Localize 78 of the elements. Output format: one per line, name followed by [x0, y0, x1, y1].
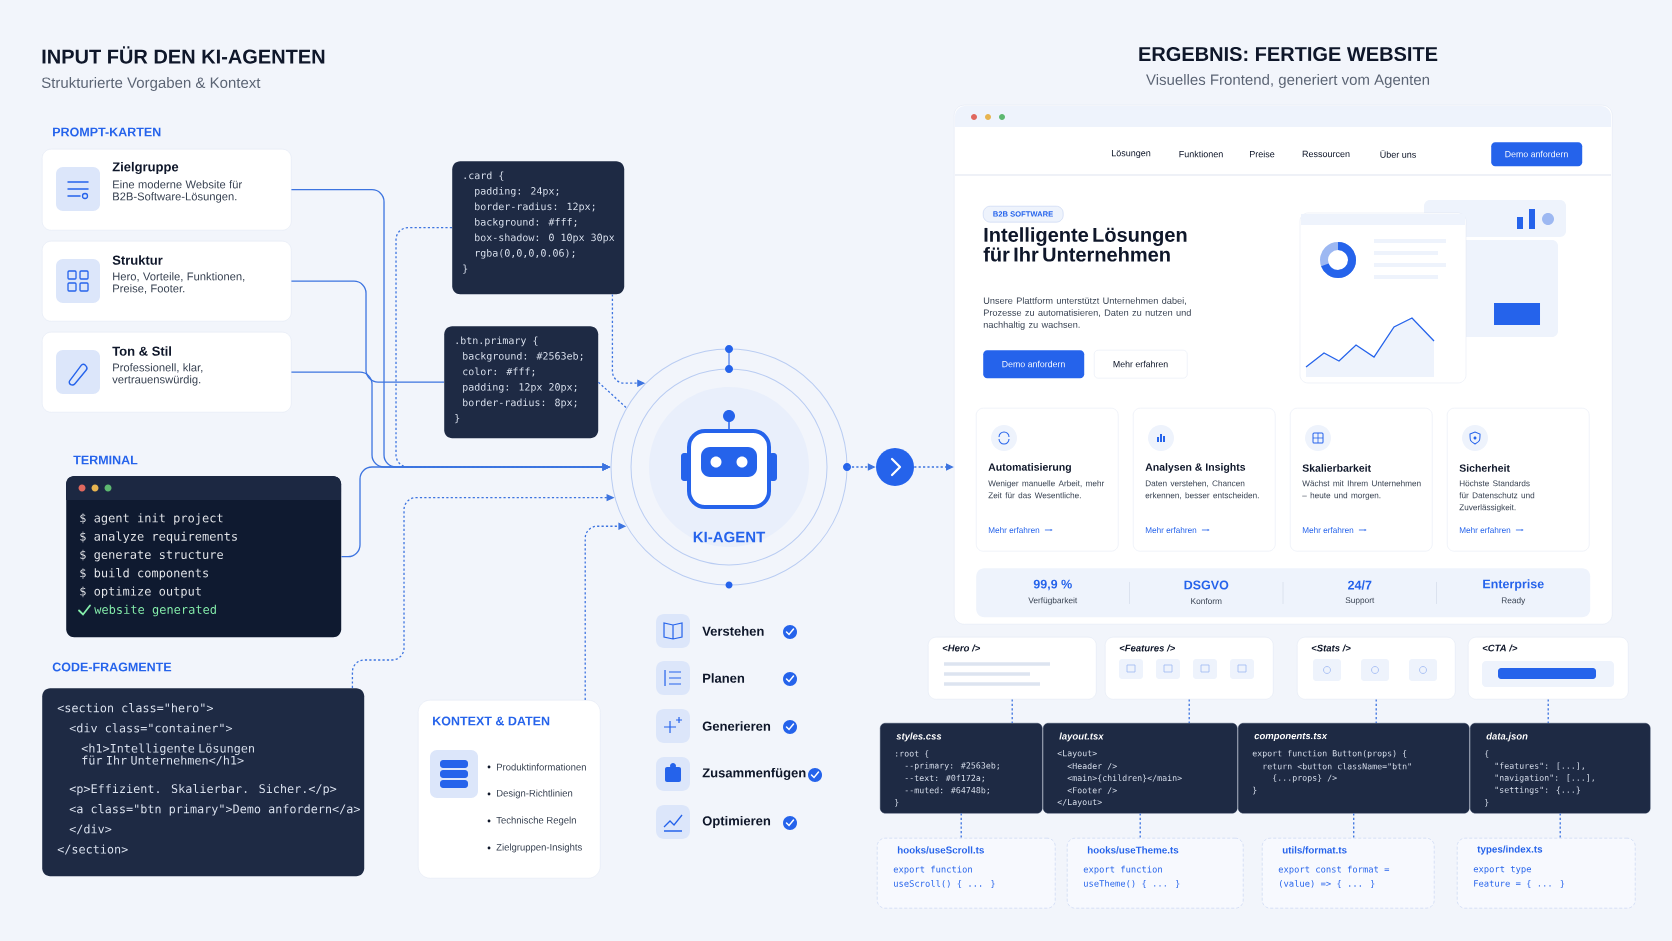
stat-caption: Ready: [1501, 597, 1526, 605]
node-label: <a class="btn primary">Demo anfordern</a>: [69, 804, 360, 816]
file-card: utils/format.ts export const format = (value) => { ... }: [1262, 838, 1435, 909]
arrow: [913, 463, 954, 471]
hero-paragraph: Unsere Plattform unterstützt Unternehmen dabei, Prozesse zu automatisieren, Daten zu nutzen und nachhaltig zu wachsen.: [983, 297, 1191, 330]
stat-caption: Verfügbarkeit: [1028, 597, 1078, 605]
step-label: Verstehen: [702, 626, 764, 636]
stat-value: 99,9 %: [1033, 579, 1072, 591]
nav-link: Funktionen: [1179, 150, 1223, 158]
button: Mehr erfahren: [1094, 350, 1188, 379]
stat-value: DSGVO: [1184, 580, 1229, 590]
stat-value: 24/7: [1348, 580, 1372, 590]
prompt-card: Struktur Hero, Vorteile, Funktionen, Preise, Footer.: [42, 241, 292, 322]
connector-line: [1559, 812, 1561, 839]
subheading: Strukturierte Vorgaben & Kontext: [41, 77, 261, 91]
connector-line: [1547, 698, 1549, 724]
prompt-card: Zielgruppe Eine moderne Website für B2B-Software-Lösungen.: [42, 149, 292, 231]
section-label: CODE-FRAGMENTE: [52, 662, 172, 672]
node-label: <h1>Intelligente Lösungen für Ihr Unternehmen</h1>: [81, 743, 254, 766]
terminal-window: $ agent init project $ analyze requirements $ generate structure $ build components $ optimize output website generated: [66, 476, 342, 638]
connector-line: [960, 812, 962, 839]
code-panel: styles.css :root { --primary: #2563eb; --text: #0f172a; --muted: #64748b; }: [880, 723, 1043, 814]
node-label: <section class="hero">: [57, 703, 213, 713]
code-panel: layout.tsx <Layout> <Header /> <main>{children}</main> <Footer /> </Layout>: [1043, 723, 1238, 814]
nav-link: Über uns: [1380, 150, 1416, 158]
heading: INPUT FÜR DEN KI-AGENTEN: [42, 46, 325, 64]
file-card: hooks/useScroll.ts export function useScroll() { ... }: [877, 838, 1056, 909]
stat-caption: Konform: [1191, 597, 1222, 605]
stat-caption: Support: [1345, 597, 1375, 605]
connector-line: [290, 280, 445, 383]
stat-value: Enterprise: [1483, 579, 1544, 591]
code-snippet: <section class="hero"> <div class="container"> <h1>Intelligente Lösungen für Ihr Unternehmen</h1> <p>Effizient. Skalierbar. Sicher.</p> <a class="btn primary">Demo anfordern</a> </div> </section>: [42, 688, 365, 877]
subheading: Visuelles Frontend, generiert vom Agenten: [1146, 74, 1429, 88]
file-card: types/index.ts export type Feature = { ... }: [1457, 838, 1636, 909]
step-label: Generieren: [702, 721, 771, 731]
link: Mehr erfahren: [1302, 527, 1354, 533]
node-label: <div class="container">: [69, 723, 233, 733]
step-label: Planen: [703, 673, 745, 683]
list-item: Produktinformationen: [487, 763, 586, 771]
button: Demo anfordern: [983, 350, 1085, 379]
prompt-card: Ton & Stil Professionell, klar, vertrauenswürdig.: [42, 332, 292, 413]
button: Demo anfordern: [1491, 142, 1583, 167]
step-label: Zusammenfügen: [702, 767, 806, 781]
connector-line: [1188, 698, 1190, 724]
code-panel: data.json { "features": [...], "navigation": [...], "settings": {...} }: [1470, 723, 1651, 814]
step-label: Optimieren: [702, 815, 771, 829]
section-label: PROMPT-KARTEN: [53, 127, 161, 137]
node-label: $ build components: [80, 568, 209, 580]
code-snippet: .card { padding: 24px; border-radius: 12px; background: #fff; box-shadow: 0 10px 30px rgba(0,0,0,0.06); }: [452, 161, 625, 295]
section-label: TERMINAL: [73, 455, 138, 465]
connector-line: [1139, 812, 1141, 839]
hero-heading: Intelligente Lösungen für Ihr Unternehmen: [983, 227, 1187, 262]
heading: ERGEBNIS: FERTIGE WEBSITE: [1139, 46, 1438, 62]
connector-line: [1375, 698, 1377, 724]
node-label: </section>: [57, 844, 128, 855]
code-snippet: .btn.primary { background: #2563eb; color: #fff; padding: 12px 20px; border-radius: 8px; }: [444, 326, 599, 439]
node-label: $ analyze requirements: [80, 531, 237, 544]
nav-link: Preise: [1250, 150, 1275, 158]
list-item: Technische Regeln: [487, 816, 576, 826]
link: Mehr erfahren: [1459, 527, 1511, 533]
chevron-circle: [876, 448, 914, 486]
connector-line: [1011, 698, 1013, 724]
code-panel: components.tsx export function Button(props) { return <button className="btn" {...props} /> }: [1238, 723, 1470, 814]
node-label: $ optimize output: [80, 586, 201, 598]
node-label: website generated: [94, 604, 216, 617]
connector-line: [1353, 812, 1355, 839]
node-label: <p>Effizient. Skalierbar. Sicher.</p>: [69, 783, 337, 796]
list-item: Zielgruppen-Insights: [487, 843, 582, 853]
list-item: Design-Richtlinien: [487, 789, 573, 799]
link: Mehr erfahren: [1145, 527, 1197, 533]
connector-line: [597, 381, 628, 409]
node-label: $ agent init project: [80, 513, 223, 525]
node-label: $ generate structure: [80, 549, 223, 562]
node-label: </div>: [69, 824, 112, 835]
link: Mehr erfahren: [988, 527, 1040, 533]
file-card: hooks/useTheme.ts export function useTheme() { ... }: [1067, 838, 1244, 909]
nav-link: Lösungen: [1112, 149, 1151, 158]
nav-link: Ressourcen: [1302, 150, 1350, 158]
